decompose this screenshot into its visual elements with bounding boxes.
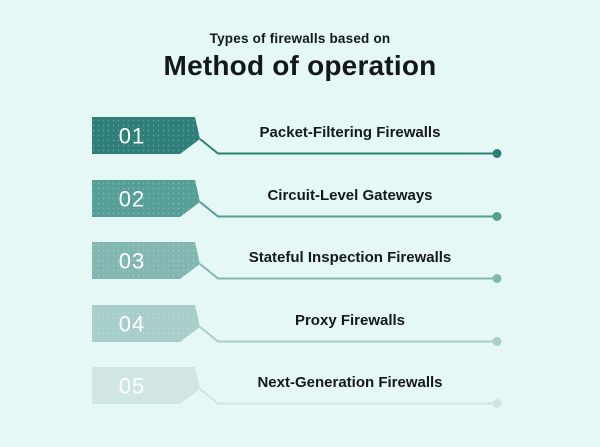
endpoint-dot xyxy=(492,274,502,283)
item-number: 04 xyxy=(119,311,145,336)
item-label: Circuit-Level Gateways xyxy=(267,186,433,204)
list-item: 04 Proxy Firewalls xyxy=(0,302,600,365)
item-number: 02 xyxy=(119,186,145,211)
subtitle: Types of firewalls based on xyxy=(209,31,391,46)
firewall-types-list: 01 Packet-Filtering Firewalls 02 Circuit… xyxy=(0,114,600,427)
dot-texture-overlay xyxy=(92,367,200,404)
list-item: 03 Stateful Inspection Firewalls xyxy=(0,239,600,302)
number-tag-graphic: 01 xyxy=(92,117,502,158)
item-label: Packet-Filtering Firewalls xyxy=(259,124,441,141)
connector-line xyxy=(199,138,497,155)
dot-texture-overlay xyxy=(92,242,200,279)
item-number: 01 xyxy=(119,124,145,149)
dot-texture-overlay xyxy=(92,179,200,217)
list-item: 01 Packet-Filtering Firewalls xyxy=(0,114,600,177)
list-item: 02 Circuit-Level Gateways xyxy=(0,177,600,240)
dot-texture-overlay xyxy=(92,304,200,342)
number-tag-graphic: 02 xyxy=(92,179,502,221)
item-label: Stateful Inspection Firewalls xyxy=(248,249,452,266)
item-label: Next-Generation Firewalls xyxy=(257,374,443,391)
number-tag-graphic: 03 xyxy=(92,242,502,283)
connector-line xyxy=(199,200,497,217)
endpoint-dot xyxy=(492,211,502,221)
dot-texture-overlay xyxy=(92,117,200,154)
list-item: 05 Next-Generation Firewalls xyxy=(0,364,600,427)
endpoint-dot xyxy=(492,399,502,408)
number-tag-graphic: 04 xyxy=(92,304,502,346)
endpoint-dot xyxy=(492,336,502,346)
number-tag-graphic: 05 xyxy=(92,367,502,408)
connector-line xyxy=(199,388,497,405)
endpoint-dot xyxy=(492,149,502,158)
connector-line xyxy=(199,263,497,280)
item-label: Proxy Firewalls xyxy=(294,311,406,329)
item-number: 03 xyxy=(119,249,145,274)
item-number: 05 xyxy=(119,374,145,399)
connector-line xyxy=(199,325,497,342)
page-title: Method of operation xyxy=(163,50,437,81)
